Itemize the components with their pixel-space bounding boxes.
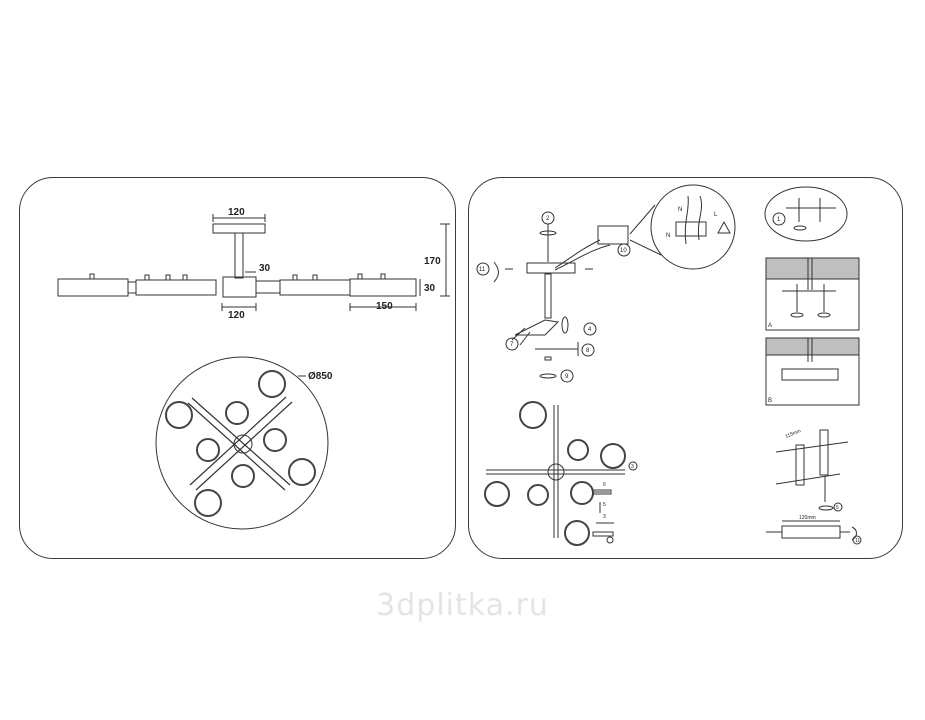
mount-step-5: 5 bbox=[836, 505, 839, 511]
inset-step-1: 1 bbox=[777, 217, 781, 223]
step-8-label: 8 bbox=[586, 348, 590, 354]
step-9-marker bbox=[560, 369, 574, 383]
step-9-label: 9 bbox=[565, 374, 569, 380]
mount-plate-width: 120mm bbox=[799, 515, 816, 521]
bottom-step-3b: 3 bbox=[603, 514, 606, 520]
mount-step-11: 11 bbox=[855, 538, 860, 544]
step-10-label: 10 bbox=[620, 248, 627, 254]
step-10-marker bbox=[617, 243, 631, 257]
step-7-label: 7 bbox=[510, 342, 514, 348]
assembly-view bbox=[476, 184, 736, 383]
step-8-marker bbox=[581, 343, 595, 357]
high-voltage-icon bbox=[717, 220, 731, 234]
bottom-step-6: 6 bbox=[603, 482, 606, 488]
step-7-marker bbox=[505, 337, 519, 351]
top-center-hub bbox=[233, 434, 253, 454]
mount-spacing: 115mm bbox=[785, 428, 802, 440]
dim-height-total: 170 bbox=[424, 256, 441, 267]
step-2-label: 2 bbox=[546, 216, 550, 222]
dim-arm-length: 150 bbox=[376, 301, 393, 312]
bulb-assembly bbox=[484, 401, 638, 546]
inset-a bbox=[765, 257, 860, 331]
step-11-marker bbox=[476, 262, 490, 276]
arm-right bbox=[349, 278, 417, 297]
arm-inner-right bbox=[279, 279, 351, 296]
dim-arm-height: 30 bbox=[424, 283, 436, 294]
arm-connector bbox=[514, 319, 560, 336]
watermark: 3dplitka.ru bbox=[376, 588, 549, 623]
inset-a-label: A bbox=[768, 323, 772, 329]
live-label: L bbox=[714, 212, 718, 218]
top-view bbox=[155, 356, 329, 530]
dim-diameter: Ø850 bbox=[308, 371, 333, 382]
inset-circle bbox=[764, 186, 848, 242]
arm-left bbox=[57, 278, 129, 297]
neutral-label: N bbox=[678, 207, 682, 213]
stem bbox=[234, 232, 244, 279]
canopy bbox=[212, 223, 266, 234]
diameter-circle bbox=[155, 356, 329, 530]
neutral-label-2: N bbox=[666, 233, 670, 239]
wiring-detail bbox=[650, 184, 736, 270]
step-4-marker bbox=[583, 322, 597, 336]
side-view bbox=[57, 214, 450, 311]
inset-b bbox=[765, 337, 860, 406]
terminal-block bbox=[597, 225, 629, 245]
arm-inner-left bbox=[135, 279, 217, 296]
dim-center-block: 30 bbox=[259, 263, 271, 274]
step-11-label: 11 bbox=[479, 267, 486, 273]
dimensions-panel bbox=[19, 177, 456, 559]
assembly-stem bbox=[544, 273, 552, 319]
dim-canopy-width: 120 bbox=[228, 207, 245, 218]
mounting-plate bbox=[781, 525, 841, 539]
bottom-step-3a: 3 bbox=[631, 464, 634, 470]
canopy-plate bbox=[526, 262, 576, 274]
step-4-label: 4 bbox=[588, 327, 592, 333]
dim-center-width: 120 bbox=[228, 310, 245, 321]
bottom-step-5: 5 bbox=[603, 502, 606, 508]
center-block bbox=[222, 276, 257, 298]
mounting-view bbox=[766, 429, 862, 545]
inset-b-label: B bbox=[768, 398, 772, 404]
